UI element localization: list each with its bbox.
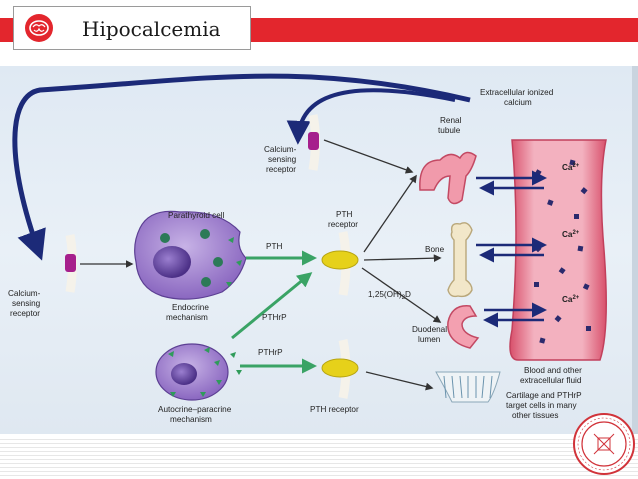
cartilage [435, 371, 501, 403]
autocrine-cell [155, 343, 242, 401]
pth-receptor-top [321, 231, 359, 296]
label-pthrp-2: PTHrP [258, 348, 283, 357]
footer-rules [0, 436, 638, 479]
exchange-arrows [476, 170, 547, 328]
label-blood-2: extracellular fluid [520, 376, 582, 385]
label-renal-2: tubule [438, 126, 461, 135]
label-blood-1: Blood and other [524, 366, 582, 375]
panel-edge [632, 66, 638, 434]
label-ca-bot: Ca2+ [562, 295, 580, 304]
label-duodenal-1: Duodenal [412, 325, 447, 334]
label-duodenal-2: lumen [418, 335, 441, 344]
title-box: Hipocalcemia [13, 6, 251, 50]
label-pth: PTH [266, 242, 282, 251]
label-csr-top-2: sensing [268, 155, 297, 164]
label-extracellular-1: Extracellular ionized [480, 88, 554, 97]
label-pth-receptor-top-2: receptor [328, 220, 358, 229]
calcium-sensing-receptor-left [65, 234, 77, 293]
label-cartilage-2: target cells in many [506, 401, 577, 410]
label-ca-top: Ca2+ [562, 163, 580, 172]
label-endocrine-1: Endocrine [172, 303, 209, 312]
label-pth-receptor-top-1: PTH [336, 210, 352, 219]
process-arrows [80, 139, 442, 391]
blood-vessel [509, 139, 607, 361]
label-vitd: 1,25(OH)2D [368, 290, 411, 301]
label-bone: Bone [425, 245, 445, 254]
label-csr-left-3: receptor [10, 309, 40, 318]
hormone-arrows [231, 250, 317, 374]
calcium-sensing-receptor-top [308, 114, 320, 171]
label-autocrine-1: Autocrine–paracrine [158, 405, 232, 414]
label-csr-top-1: Calcium- [264, 145, 297, 154]
label-endocrine-2: mechanism [166, 313, 208, 322]
feedback-arrow-left [12, 73, 471, 261]
label-autocrine-2: mechanism [170, 415, 212, 424]
label-parathyroid-cell: Parathyroid cell [168, 211, 225, 220]
brain-logo-icon [25, 14, 53, 42]
label-extracellular-2: calcium [504, 98, 532, 107]
label-pth-receptor-bottom: PTH receptor [310, 405, 359, 414]
duodenum [447, 305, 480, 349]
label-csr-top-3: receptor [266, 165, 296, 174]
label-csr-left-2: sensing [12, 299, 41, 308]
renal-tubule [419, 151, 477, 205]
page-title: Hipocalcemia [82, 17, 221, 41]
label-cartilage-3: other tissues [512, 411, 558, 420]
label-pthrp-1: PTHrP [262, 313, 287, 322]
pth-receptor-bottom [321, 339, 359, 399]
journal-seal-icon [573, 413, 635, 475]
label-ca-mid: Ca2+ [562, 230, 580, 239]
label-renal-1: Renal [440, 116, 462, 125]
bone [447, 222, 473, 298]
parathyroid-cell [134, 210, 247, 300]
label-cartilage-1: Cartilage and PTHrP [506, 391, 582, 400]
label-csr-left-1: Calcium- [8, 289, 41, 298]
feedback-arrow-top [286, 88, 456, 145]
